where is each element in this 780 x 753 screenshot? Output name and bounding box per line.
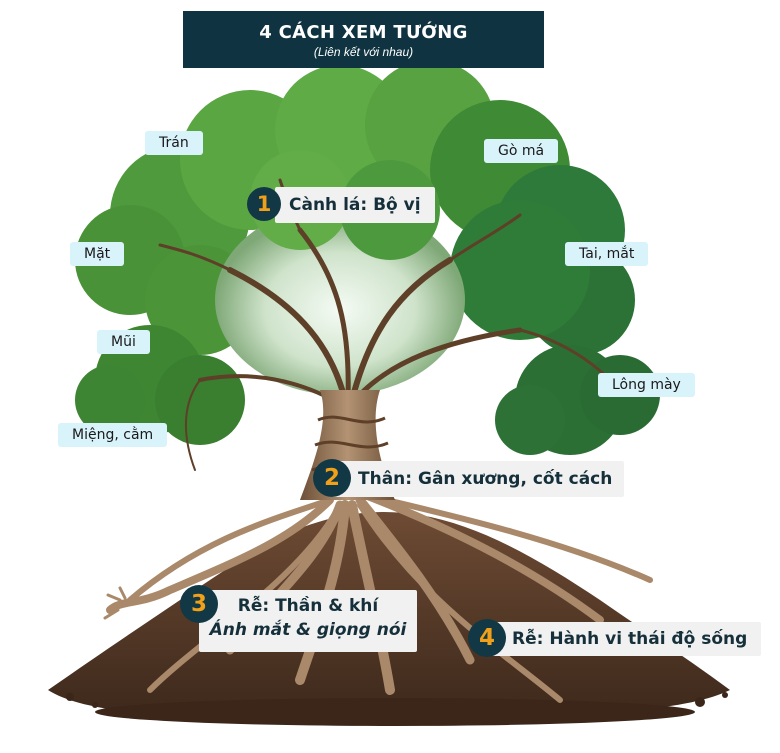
callout-1-label: Cành lá: Bộ vị: [289, 195, 421, 215]
callout-1: Cành lá: Bộ vị: [275, 187, 435, 223]
tag-long-may: Lông mày: [598, 373, 695, 397]
callout-2: Thân: Gân xương, cốt cách: [330, 461, 625, 497]
tag-tai-mat: Tai, mắt: [565, 242, 649, 266]
callout-3-badge: 3: [180, 585, 218, 623]
tag-mat: Mặt: [70, 242, 125, 266]
tag-go-ma: Gò má: [484, 139, 559, 163]
callout-3: Rễ: Thần & khí Ánh mắt & giọng nói: [199, 590, 417, 652]
callout-4: Rễ: Hành vi thái độ sống: [490, 622, 762, 656]
callout-2-badge: 2: [313, 459, 351, 497]
page-subtitle: (Liên kết với nhau): [313, 45, 414, 59]
callout-2-label: Thân: Gân xương, cốt cách: [358, 469, 613, 489]
tag-mieng-cam: Miệng, cằm: [58, 423, 168, 447]
tag-mui: Mũi: [97, 330, 150, 354]
page-title: 4 CÁCH XEM TƯỚNG: [259, 22, 468, 43]
tag-tran: Trán: [145, 131, 203, 155]
callout-4-badge: 4: [468, 619, 506, 657]
callout-1-badge: 1: [247, 187, 281, 221]
callout-4-label: Rễ: Hành vi thái độ sống: [512, 629, 748, 649]
title-banner: 4 CÁCH XEM TƯỚNG (Liên kết với nhau): [183, 11, 544, 68]
callout-3-sub: Ánh mắt & giọng nói: [209, 620, 407, 640]
callout-3-label: Rễ: Thần & khí: [237, 596, 379, 616]
